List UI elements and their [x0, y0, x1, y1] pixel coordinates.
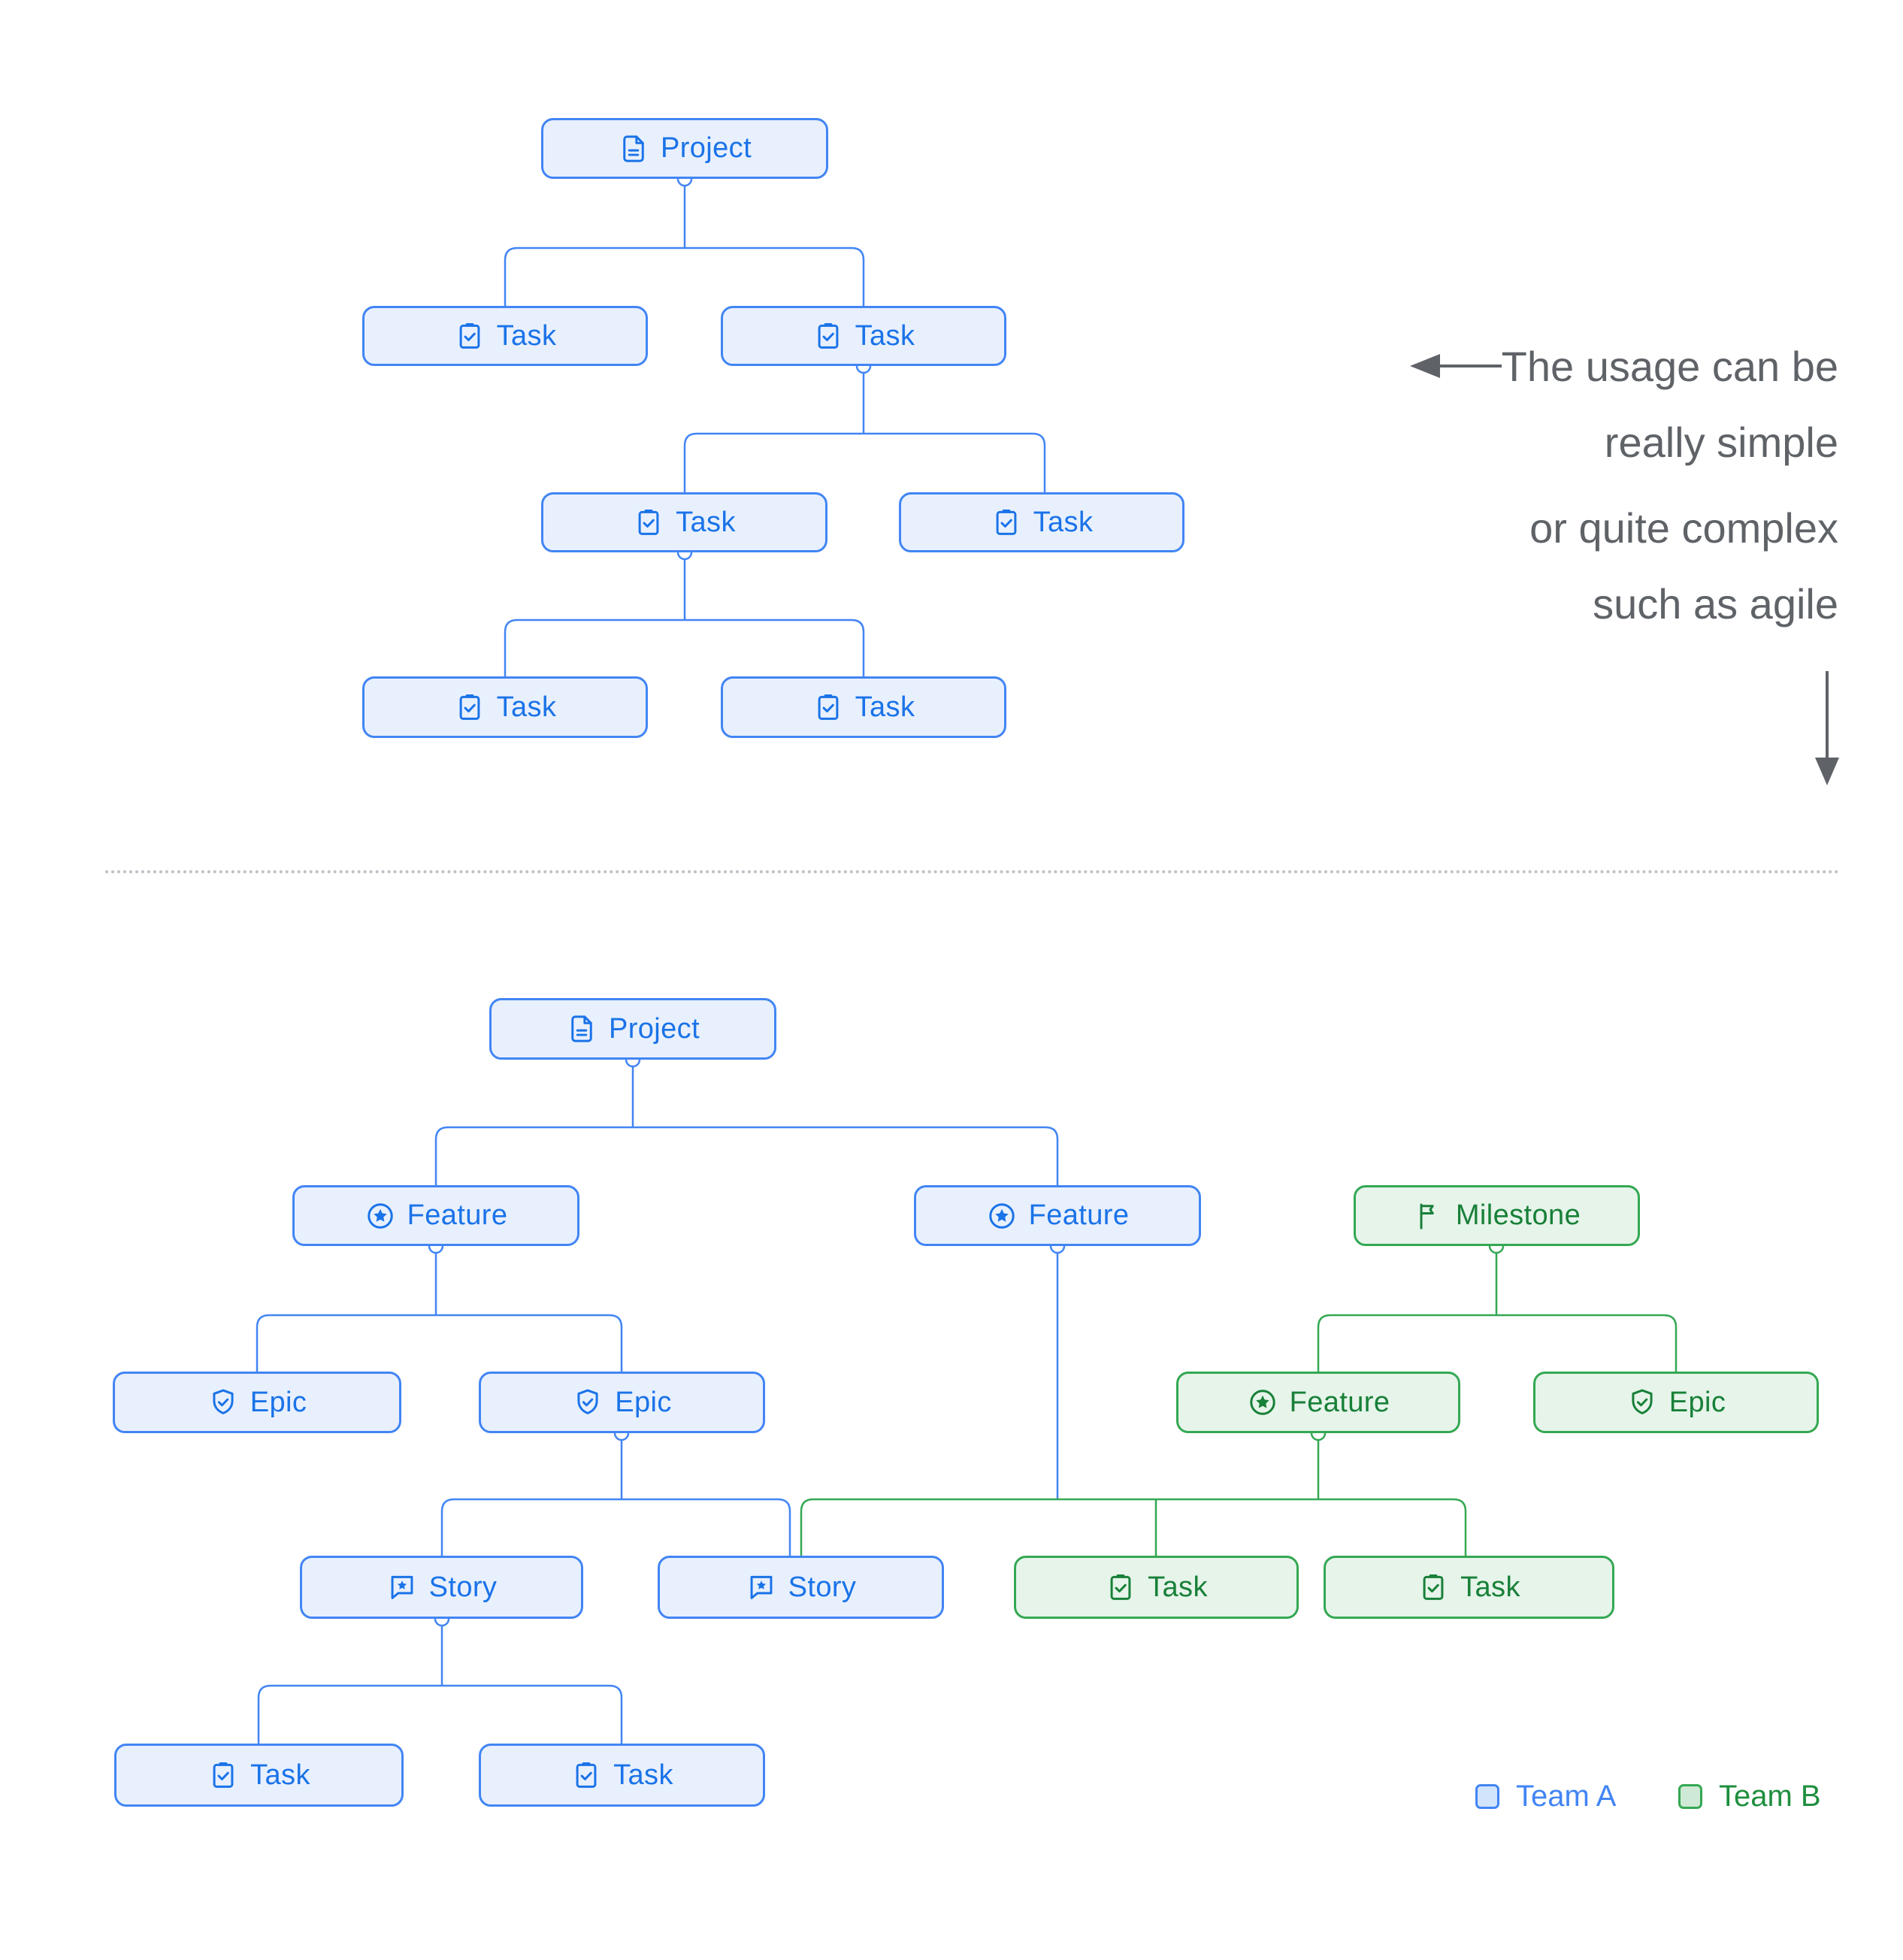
story-icon [746, 1571, 777, 1603]
node-label: Task [855, 319, 915, 352]
legend-team-a: Team A [1475, 1780, 1616, 1813]
node-feature: Feature [292, 1185, 579, 1246]
annotation-line: The usage can be [1501, 343, 1838, 390]
node-label: Task [855, 691, 915, 723]
task-icon [1105, 1571, 1136, 1603]
team-a-connectors [256, 186, 1059, 1744]
node-feature: Feature [1176, 1372, 1460, 1433]
node-label: Task [1460, 1571, 1520, 1603]
node-label: Epic [1669, 1386, 1726, 1418]
document-icon [566, 1013, 598, 1045]
node-label: Epic [615, 1386, 672, 1418]
node-label: Task [1033, 506, 1094, 538]
node-label: Task [676, 506, 736, 538]
node-project: Project [541, 118, 828, 179]
team-a-swatch [1475, 1783, 1499, 1809]
story-icon [386, 1571, 418, 1603]
task-icon [570, 1759, 602, 1791]
node-story: Story [658, 1556, 944, 1619]
annotation-line: really simple [1604, 419, 1838, 466]
node-story: Story [300, 1556, 583, 1619]
node-task: Task [114, 1744, 404, 1807]
node-task: Task [362, 676, 648, 738]
task-icon [812, 320, 844, 352]
node-label: Task [496, 319, 557, 352]
document-icon [618, 133, 649, 165]
dotted-divider [105, 870, 1840, 873]
task-icon [633, 507, 664, 538]
down-arrow-icon [1815, 758, 1839, 785]
node-label: Task [496, 691, 557, 723]
node-task: Task [721, 676, 1006, 738]
task-icon [454, 320, 486, 352]
epic-icon [572, 1387, 604, 1418]
task-icon [207, 1759, 239, 1791]
node-label: Feature [1028, 1199, 1130, 1231]
node-epic: Epic [1533, 1372, 1819, 1433]
node-feature: Feature [914, 1185, 1201, 1246]
node-task: Task [721, 306, 1006, 366]
task-icon [1417, 1571, 1449, 1603]
legend-team-b: Team B [1678, 1780, 1821, 1813]
node-label: Task [1148, 1571, 1208, 1603]
node-task: Task [541, 492, 827, 552]
node-label: Story [788, 1571, 857, 1603]
node-epic: Epic [113, 1372, 401, 1433]
node-label: Project [660, 132, 752, 164]
node-task: Task [1014, 1556, 1299, 1619]
node-label: Milestone [1455, 1199, 1581, 1231]
node-task: Task [362, 306, 648, 366]
epic-icon [1626, 1387, 1658, 1418]
annotation-simple: The usage can be really simple [1502, 328, 1838, 480]
annotation-line: or quite complex [1529, 504, 1838, 552]
feature-icon [986, 1200, 1018, 1232]
milestone-icon [1413, 1200, 1445, 1232]
node-label: Epic [250, 1386, 307, 1418]
feature-icon [365, 1200, 396, 1232]
task-icon [454, 691, 486, 723]
epic-icon [207, 1387, 239, 1418]
task-icon [812, 691, 844, 723]
feature-icon [1247, 1387, 1278, 1418]
node-project: Project [489, 998, 776, 1060]
node-epic: Epic [479, 1372, 765, 1433]
node-label: Project [608, 1012, 700, 1045]
legend-label: Team A [1516, 1779, 1617, 1813]
node-label: Task [250, 1759, 310, 1791]
node-milestone: Milestone [1354, 1185, 1640, 1246]
node-task: Task [479, 1744, 765, 1807]
node-label: Feature [407, 1199, 508, 1231]
left-arrow-icon [1410, 354, 1440, 378]
node-label: Story [428, 1571, 498, 1603]
node-label: Feature [1289, 1386, 1390, 1418]
task-icon [991, 507, 1022, 538]
node-label: Task [613, 1759, 673, 1791]
legend-label: Team B [1719, 1779, 1821, 1813]
annotation-complex: or quite complex such as agile [1529, 490, 1838, 642]
team-b-swatch [1678, 1783, 1702, 1809]
node-task: Task [1324, 1556, 1614, 1619]
node-task: Task [899, 492, 1184, 552]
annotation-line: such as agile [1593, 580, 1838, 628]
